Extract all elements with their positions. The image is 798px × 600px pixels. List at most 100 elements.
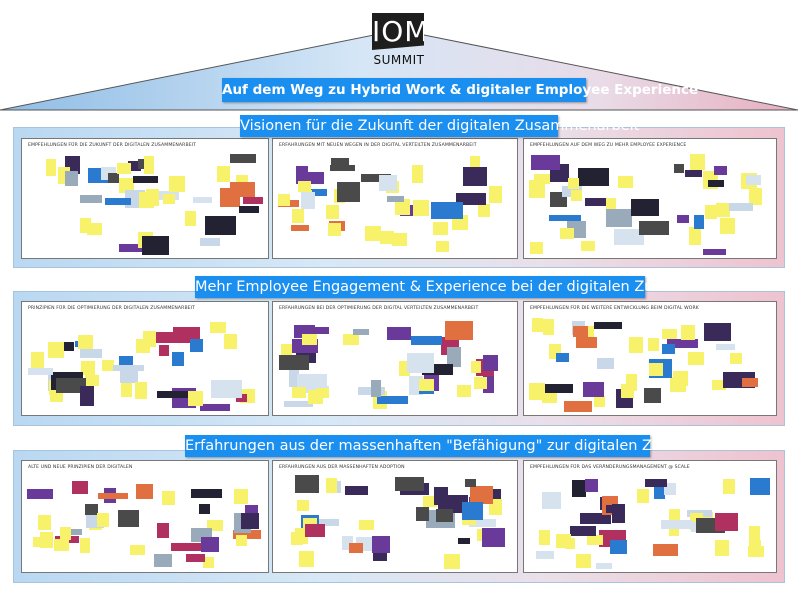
sticky-note [433,221,448,236]
board-panel[interactable]: EMPFEHLUNGEN FÜR DIE WEITERE ENTWICKLUNG… [523,301,777,416]
board-panel[interactable]: ERFAHRUNGEN AUS DER MASSENHAFTEN ADOPTIO… [272,460,518,573]
board-image [677,215,689,224]
board-image [28,367,53,375]
board-panel[interactable]: EMPFEHLUNGEN FÜR DAS VERÄNDERUNGSMANAGEM… [523,460,777,573]
board-image [545,383,573,393]
board-image [336,182,360,202]
sticky-note [365,226,381,241]
board-image [291,224,309,232]
sticky-note [715,540,729,557]
board-image [241,512,259,529]
board-panel[interactable]: ALTE UND NEUE PRINZIPIEN DER DIGITALEN [21,460,269,573]
board-image [666,338,699,348]
board-image [304,523,326,538]
board-panel[interactable]: ERFAHRUNGEN MIT NEUEN WEGEN IN DER DIGIT… [272,138,518,259]
sticky-note [456,384,471,397]
sticky-note [233,489,248,504]
sticky-note [343,333,359,345]
board-image [201,536,220,553]
board-image [220,187,241,208]
board-image [572,480,586,497]
sticky-note [236,534,248,546]
board-panel[interactable]: PRINZIPIEN FÜR DIE OPTIMIERUNG DER DIGIT… [21,301,269,416]
sticky-note [711,379,727,391]
board-image [693,214,705,229]
sticky-note [568,178,579,190]
sticky-note [315,388,329,399]
board-image [136,484,154,499]
board-image [584,198,609,206]
sticky-note [80,361,96,376]
sticky-note [435,241,450,253]
sticky-note [358,519,374,530]
board-image [469,486,494,504]
board-image [386,195,404,203]
board-image [113,365,145,372]
board-image [535,551,555,560]
sticky-note [380,230,395,244]
sticky-note [748,539,761,553]
board-image [530,154,560,170]
board-image [708,179,725,187]
sticky-note [185,210,197,227]
board-image [407,353,435,373]
board-image [235,394,248,402]
sticky-note [469,155,481,172]
section-title-banner: Erfahrungen aus der massenhaften "Befähi… [185,435,767,457]
sticky-note [680,325,695,341]
sticky-note [556,533,572,548]
section-title-banner: Mehr Employee Engagement & Experience be… [195,276,759,298]
board-image [141,236,170,256]
board-image [284,400,313,408]
board-image [157,522,169,539]
board-panel[interactable]: EMPFEHLUNGEN AUF DEM WEG ZU MEHR EMPLOYE… [523,138,777,259]
board-image [118,355,133,369]
board-image [105,197,132,205]
board-image [661,519,693,530]
sticky-note [299,551,315,567]
board-image [714,165,727,175]
board-image [654,487,665,499]
board-image [171,351,185,366]
sticky-note [120,382,132,397]
board-image [674,164,685,174]
sticky-note [278,193,291,207]
sticky-note [45,158,57,176]
board-image [411,335,443,346]
sticky-note [302,517,318,529]
board-image [239,206,260,214]
sticky-note [117,163,132,174]
sticky-note [529,179,545,198]
board-image [345,485,368,496]
sticky-note [625,373,638,392]
sticky-note [49,390,63,403]
sticky-note [543,318,555,335]
sticky-note [617,175,633,189]
board-image [386,327,412,341]
board-panel[interactable]: EMPFEHLUNGEN FÜR DIE ZUKUNFT DER DIGITAL… [21,138,269,259]
sticky-note [54,539,69,552]
board-image [372,536,391,553]
board-image [191,488,223,498]
board-image [569,526,597,536]
sticky-note [236,175,249,186]
board-image [288,368,300,387]
board-image [146,331,174,344]
board-image [447,347,462,367]
board-image [56,378,86,393]
board-image [80,348,103,358]
board-image [361,174,392,182]
sticky-note [532,318,543,333]
board-image [192,196,212,203]
board-image [79,195,102,203]
board-image [296,166,309,178]
sticky-note [629,337,644,353]
board-panel[interactable]: ERFAHRUNGEN BEI DER OPTIMIERUNG DER DIGI… [272,301,518,416]
board-image [729,203,754,212]
board-image [154,553,173,567]
panel-title: ERFAHRUNGEN BEI DER OPTIMIERUNG DER DIGI… [279,306,479,311]
main-title-banner: Auf dem Weg zu Hybrid Work & digitaler E… [222,78,698,102]
board-image [457,538,471,545]
sticky-note [130,544,145,556]
sticky-note [33,536,50,548]
